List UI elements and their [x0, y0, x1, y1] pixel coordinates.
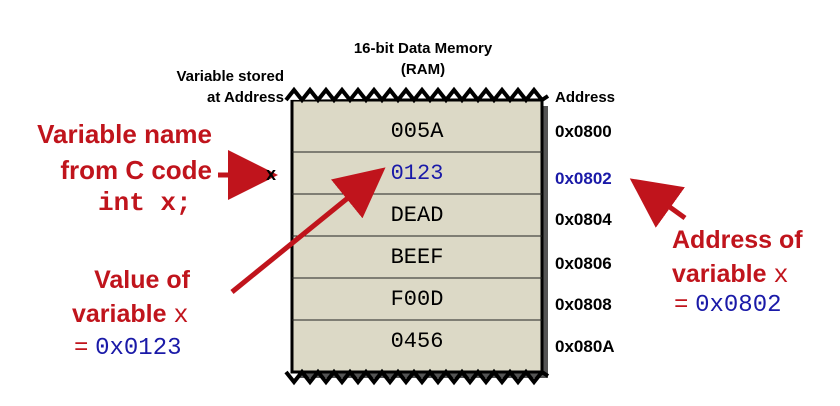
address-arrow — [629, 178, 687, 228]
value-var-x: x — [173, 301, 189, 330]
value-line1: Value of — [94, 266, 190, 294]
memory-cell-0: 005A — [390, 118, 444, 144]
memory-title: 16-bit Data Memory (RAM) — [318, 38, 528, 80]
value-line3: = 0x0123 — [74, 333, 182, 362]
memory-title-line1: 16-bit Data Memory — [353, 40, 493, 57]
addr-var-x: x — [773, 261, 789, 290]
addr-line2: variable x — [672, 256, 788, 294]
address-2: 0x0804 — [555, 210, 612, 229]
address-4: 0x0808 — [555, 295, 612, 314]
address-1: 0x0802 — [555, 169, 612, 188]
addr-word-variable: variable — [672, 260, 767, 288]
value-arrow — [230, 167, 386, 294]
varname-line2: from C code — [60, 155, 212, 185]
memory-title-line2: (RAM) — [400, 61, 446, 78]
value-word-variable: variable — [72, 300, 167, 328]
memory-cell-1: 0123 — [390, 160, 444, 186]
top-zigzag-edge — [284, 86, 550, 104]
value-callout: Value of — [70, 262, 214, 298]
addr-line3: = 0x0802 — [674, 290, 782, 319]
var-stored-line1: Variable stored — [176, 68, 284, 85]
addr-equals: = — [674, 292, 689, 319]
address-callout: Address of — [672, 222, 803, 258]
memory-cell-5: 0456 — [390, 328, 444, 354]
variable-marker-x: x — [266, 164, 277, 184]
memory-cell-4: F00D — [390, 286, 444, 312]
addr-line1: Address of — [672, 226, 803, 254]
addr-number: 0x0802 — [695, 292, 782, 319]
address-0: 0x0800 — [555, 122, 612, 141]
memory-cells: 005A 0123 DEAD BEEF F00D 0456 — [292, 110, 542, 362]
bottom-zigzag-edge — [284, 368, 550, 386]
value-line2: variable x — [72, 296, 188, 334]
value-number: 0x0123 — [95, 335, 182, 362]
value-equals: = — [74, 335, 89, 362]
address-5: 0x080A — [555, 337, 615, 356]
address-3: 0x0806 — [555, 254, 612, 273]
address-column-title: Address — [555, 89, 616, 106]
memory-cell-3: BEEF — [390, 244, 444, 270]
memory-cell-2: DEAD — [390, 202, 444, 228]
varname-callout: Variable name from C code — [22, 116, 212, 188]
varname-line1: Variable name — [37, 119, 212, 149]
var-stored-line2: at Address — [207, 89, 284, 106]
c-declaration: int x; — [98, 188, 192, 218]
var-stored-label: Variable stored at Address — [132, 66, 284, 108]
